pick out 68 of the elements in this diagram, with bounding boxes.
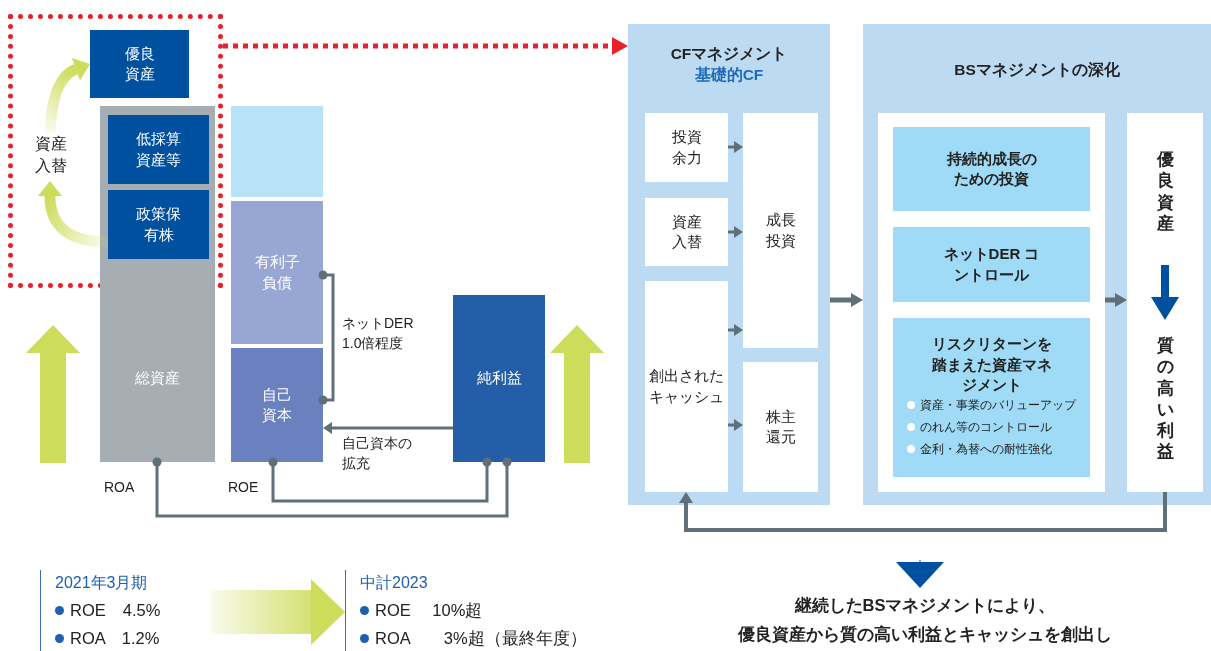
block-title: 2021年3月期 (55, 573, 148, 593)
panel-title: BSマネジメントの深化 (954, 60, 1120, 80)
arrow (830, 293, 863, 307)
bullet-item: 資産・事業のバリューアップ (907, 395, 1076, 417)
box-label: 成長投資 (764, 210, 797, 251)
connector-line (268, 457, 492, 503)
liability-bar (231, 201, 323, 344)
equity-bar (231, 348, 323, 462)
process-box (645, 113, 728, 182)
arrow (728, 419, 743, 431)
bullet-item: ROE 10%超 (360, 595, 483, 624)
process-box (645, 198, 728, 266)
process-box (645, 281, 728, 492)
process-box (743, 113, 818, 348)
bullet-item: ROE 4.5% (55, 595, 161, 624)
vertical-label: 優良資産 (1156, 149, 1174, 234)
connector-line (318, 270, 335, 405)
arrow (679, 492, 1167, 532)
process-box (743, 362, 818, 492)
box-label: 持続的成長のための投資 (945, 148, 1038, 189)
strategy-box (893, 318, 1090, 477)
block-title: 中計2023 (360, 573, 428, 593)
inner-box (878, 113, 1105, 492)
arrow (323, 422, 453, 434)
bs-panel (863, 24, 1211, 505)
dotted-arrow (223, 37, 628, 55)
box-label: ネットDER コントロール (942, 244, 1041, 285)
box-label: 自己資本 (261, 384, 293, 425)
arrow (728, 141, 743, 153)
triangle-arrow (896, 559, 944, 588)
box-label: 投資余力 (670, 127, 703, 168)
panel-subtitle: 基礎的CF (694, 64, 764, 85)
connector-line (152, 457, 512, 518)
curved-arrow (44, 58, 90, 134)
bullet-item: ROA 3%超（最終年度） (360, 623, 587, 651)
side-label: 資産入替 (28, 133, 74, 181)
curved-arrow (38, 181, 109, 248)
strategy-box (893, 227, 1090, 302)
asset-box (90, 30, 189, 98)
bullet-item: のれん等のコントロール (907, 416, 1052, 439)
text-line: 継続したBSマネジメントにより、 (794, 595, 1056, 617)
vertical-label: 質の高い利益 (1156, 335, 1174, 463)
bullet-item: ROA 1.2% (55, 623, 160, 651)
arrow (1105, 293, 1127, 307)
asset-box (108, 115, 209, 184)
cf-panel (628, 24, 830, 505)
bullet-item: 金利・為替への耐性強化 (907, 438, 1052, 461)
panel-title: CFマネジメント (670, 44, 788, 64)
box-label: 優良資産 (123, 43, 156, 84)
text-line: 優良資産から質の高い利益とキャッシュを創出し (738, 623, 1112, 645)
box-label: 政策保有株 (135, 204, 182, 245)
box-label: 資産入替 (670, 211, 703, 252)
highlight-frame (8, 14, 223, 288)
box-label: 株主還元 (764, 406, 797, 447)
arrow (728, 226, 743, 238)
net-income-bar (453, 295, 545, 462)
result-column (1127, 113, 1203, 492)
empty-bar (231, 106, 323, 197)
strategy-box (893, 127, 1090, 211)
box-label: 有利子負債 (253, 252, 301, 293)
asset-box (108, 190, 209, 259)
box-label: 低採算資産等 (135, 129, 182, 170)
box-label: 総資産 (135, 368, 180, 388)
box-label: 純利益 (476, 368, 522, 389)
block-arrow (210, 579, 345, 645)
arrow (728, 324, 743, 336)
box-label: 創出されたキャッシュ (648, 366, 725, 407)
box-label: リスクリターンを踏まえた資産マネジメント (930, 334, 1053, 395)
